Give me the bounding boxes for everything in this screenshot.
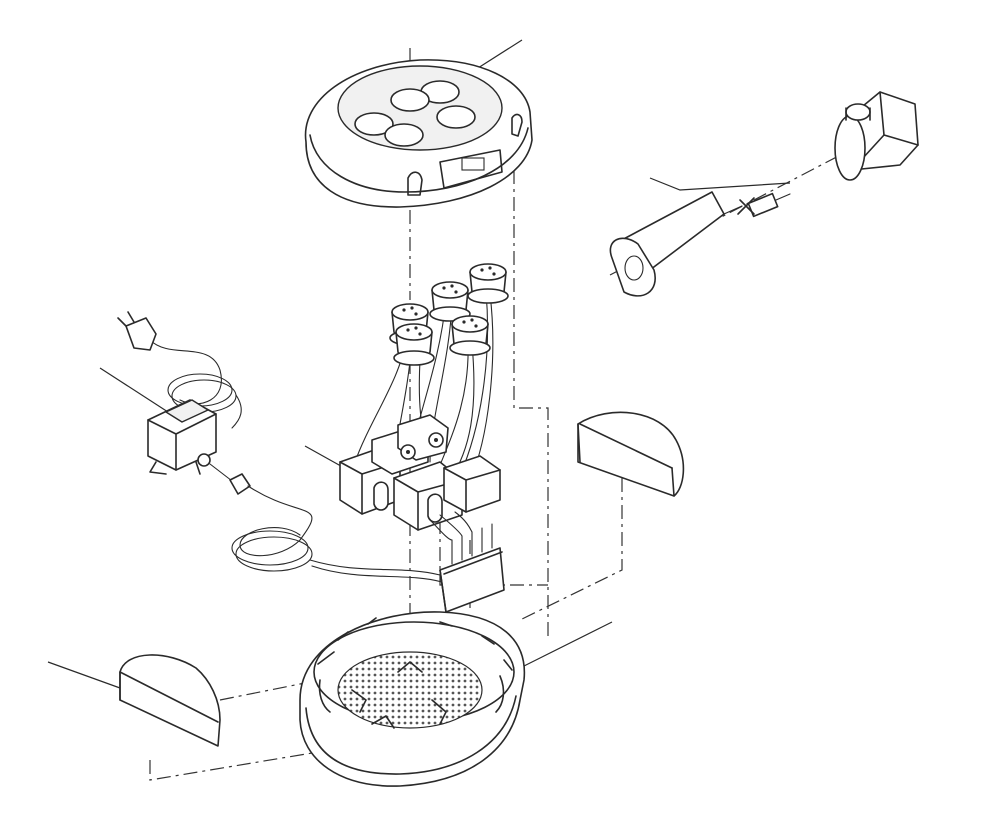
light-ring-cover-icon <box>304 59 533 208</box>
basin-icon <box>299 611 526 787</box>
cover-stone-left-icon <box>119 654 221 747</box>
mains-plug-icon <box>117 311 157 351</box>
pump-hose-icon <box>609 191 791 297</box>
cover-stone-right-icon <box>577 411 685 497</box>
connector-block-icon <box>429 511 505 613</box>
impeller-icon <box>723 192 791 218</box>
transformer-icon <box>117 311 443 583</box>
pump-icon <box>834 91 919 181</box>
low-voltage-connector-icon <box>229 473 251 495</box>
led-lamps-icon <box>354 263 509 481</box>
valve-block-icon <box>339 414 501 531</box>
